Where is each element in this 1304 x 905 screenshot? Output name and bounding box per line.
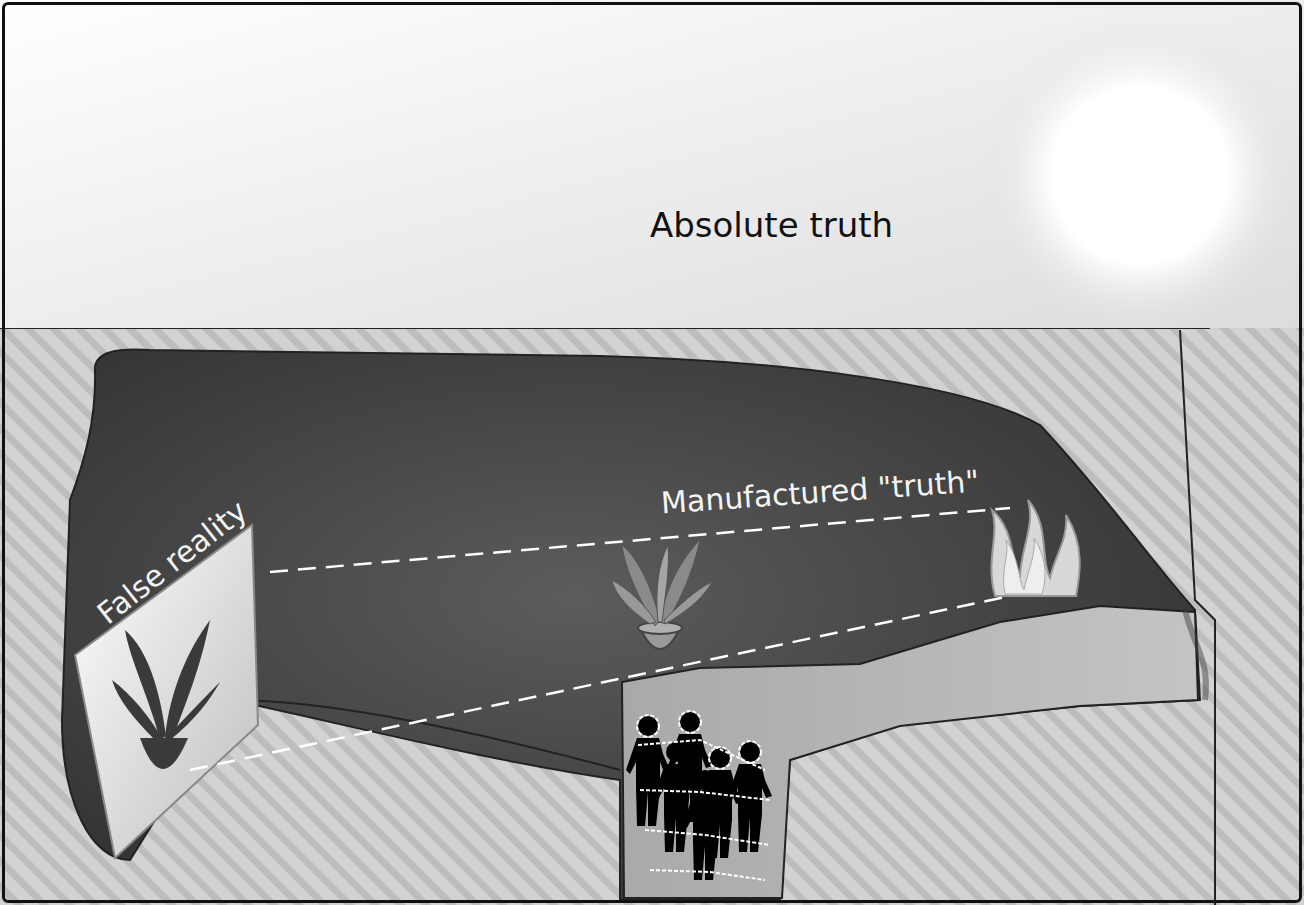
potted-plant (612, 540, 712, 649)
fire (991, 500, 1079, 596)
sky-shape (0, 0, 1304, 328)
ground (0, 328, 1304, 905)
shadow-screen: False reality (70, 500, 270, 865)
sky-band: Absolute truth (0, 0, 1304, 328)
prisoners (626, 711, 772, 880)
wall-ledge (622, 606, 1198, 898)
sky-label: Absolute truth (650, 205, 893, 245)
cave-interior (62, 350, 1200, 900)
